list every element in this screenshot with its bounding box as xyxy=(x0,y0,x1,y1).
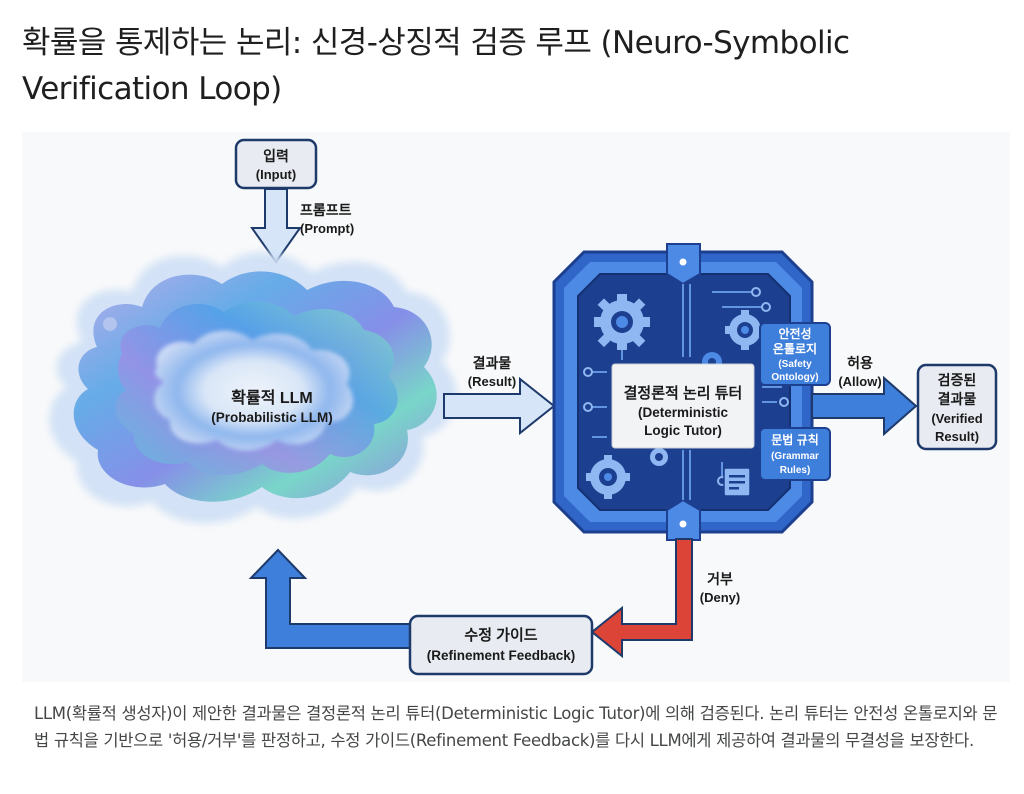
feedback-return-arrow xyxy=(248,548,415,649)
document-icon xyxy=(723,467,751,497)
verified-label-en-2: Result) xyxy=(935,429,979,444)
safety-label-ko-2: 온톨로지 xyxy=(773,341,817,356)
llm-label-ko: 확률적 LLM xyxy=(231,388,312,407)
llm-label-en: (Probabilistic LLM) xyxy=(211,410,333,425)
deny-label-ko: 거부 xyxy=(707,571,733,587)
tutor-label-ko: 결정론적 논리 튜터 xyxy=(624,384,743,402)
deny-arrow: 거부 (Deny) xyxy=(590,538,740,659)
result-label-ko: 결과물 xyxy=(473,355,512,371)
verified-label-ko-2: 결과물 xyxy=(938,391,977,407)
feedback-label-en: (Refinement Feedback) xyxy=(427,648,576,663)
allow-label-ko: 허용 xyxy=(847,355,873,371)
input-label-ko: 입력 xyxy=(263,148,289,164)
tutor-label-en-1: (Deterministic xyxy=(638,405,729,420)
grammar-label-en-2: Rules) xyxy=(780,465,811,476)
input-label-en: (Input) xyxy=(256,167,296,182)
gear-icon-bottom-left xyxy=(586,455,630,499)
gear-icon-top-left xyxy=(594,294,650,350)
prompt-arrow: 프롬프트 (Prompt) xyxy=(250,188,354,264)
llm-cloud: 확률적 LLM (Probabilistic LLM) xyxy=(49,252,457,524)
deny-label-en: (Deny) xyxy=(700,590,740,605)
grammar-rules-module: 문법 규칙 (Grammar Rules) xyxy=(759,427,831,481)
logic-tutor-chip: 결정론적 논리 튜터 (Deterministic Logic Tutor) 안… xyxy=(552,243,831,541)
page-title: 확률을 통제하는 논리: 신경-상징적 검증 루프 (Neuro-Symboli… xyxy=(22,25,850,107)
gear-icon-bottom-center xyxy=(650,448,668,466)
result-label-en: (Result) xyxy=(468,374,516,389)
verified-result-node: 검증된 결과물 (Verified Result) xyxy=(916,363,998,451)
feedback-label-ko: 수정 가이드 xyxy=(464,626,537,644)
allow-label-en: (Allow) xyxy=(838,374,881,389)
safety-label-en-1: (Safety xyxy=(778,359,812,370)
verified-label-ko-1: 검증된 xyxy=(938,372,977,388)
verified-label-en-1: (Verified xyxy=(931,411,982,426)
allow-arrow: 허용 (Allow) xyxy=(811,355,918,437)
input-node: 입력 (Input) xyxy=(234,138,318,190)
prompt-label-ko: 프롬프트 xyxy=(300,202,352,218)
prompt-label-en: (Prompt) xyxy=(300,221,354,236)
grammar-label-ko: 문법 규칙 xyxy=(771,432,819,447)
figure-caption: LLM(확률적 생성자)이 제안한 결과물은 결정론적 논리 튜터(Determ… xyxy=(34,704,998,750)
grammar-label-en-1: (Grammar xyxy=(771,451,819,462)
diagram-figure: 입력 (Input) 프롬프트 (Prompt) 확률적 LLM (Probab… xyxy=(22,132,1010,682)
safety-label-ko-1: 안전성 xyxy=(778,326,811,341)
gear-icon-top-right xyxy=(725,310,765,350)
safety-label-en-2: Ontology) xyxy=(771,372,818,383)
result-arrow: 결과물 (Result) xyxy=(443,355,556,436)
diagram-svg: 입력 (Input) 프롬프트 (Prompt) 확률적 LLM (Probab… xyxy=(49,138,998,676)
refinement-feedback-node: 수정 가이드 (Refinement Feedback) xyxy=(408,614,594,676)
safety-ontology-module: 안전성 온톨로지 (Safety Ontology) xyxy=(759,322,831,386)
tutor-label-en-2: Logic Tutor) xyxy=(644,423,722,438)
